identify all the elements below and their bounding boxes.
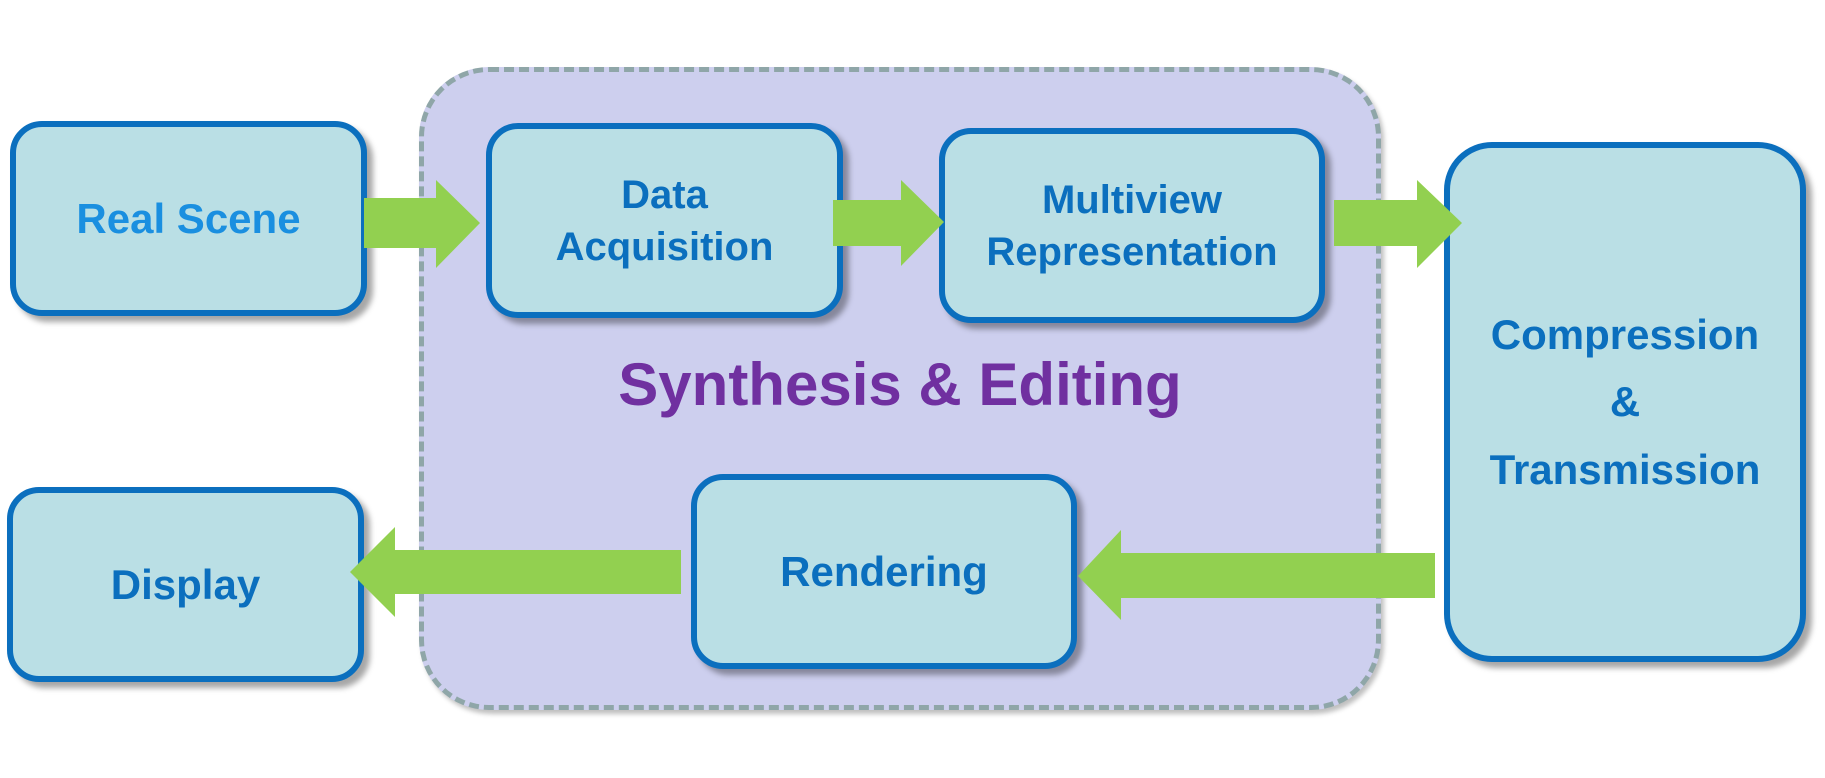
- node-data-acquisition: Data Acquisition: [486, 123, 843, 318]
- node-label-compression-transmission: Compression & Transmission: [1489, 311, 1761, 493]
- node-multiview-representation: Multiview Representation: [939, 128, 1325, 323]
- node-label-multiview-representation: Multiview Representation: [986, 177, 1278, 274]
- node-display: Display: [7, 487, 364, 682]
- group-title: Synthesis & Editing: [618, 351, 1182, 418]
- node-rendering: Rendering: [691, 474, 1077, 669]
- node-real-scene: Real Scene: [10, 121, 367, 316]
- node-label-display: Display: [110, 560, 261, 608]
- node-label-real-scene: Real Scene: [76, 194, 301, 242]
- node-label-rendering: Rendering: [780, 547, 988, 595]
- node-label-data-acquisition: Data Acquisition: [555, 172, 774, 269]
- node-compression-transmission: Compression & Transmission: [1444, 142, 1806, 662]
